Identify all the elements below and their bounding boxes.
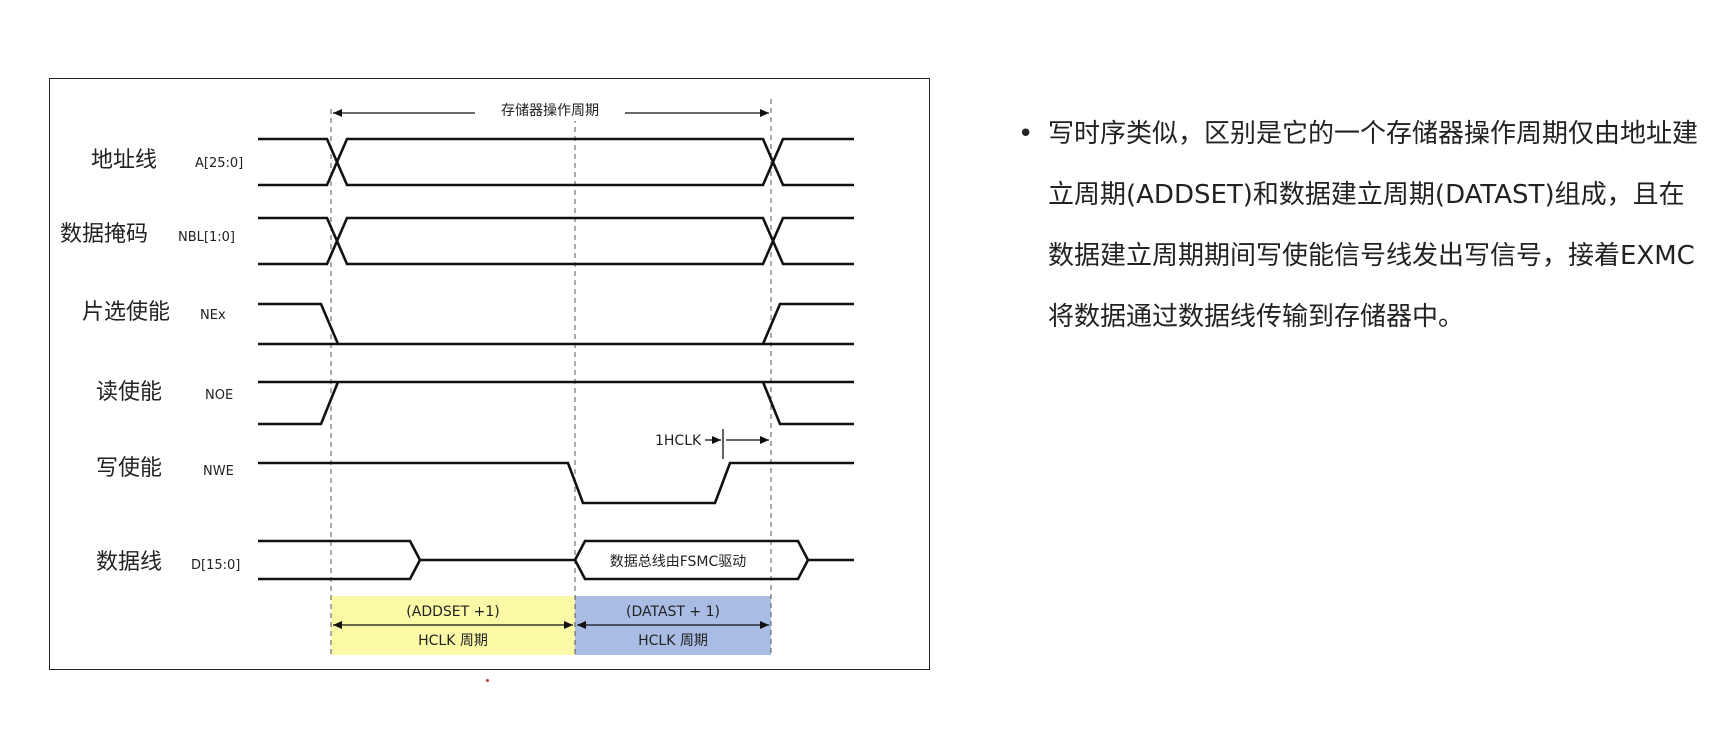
signal-label-data-cn: 数据线 <box>96 550 162 575</box>
signal-label-nwe-cn: 写使能 <box>96 456 162 481</box>
signal-label-nbl-en: NBL[1:0] <box>178 230 235 245</box>
waveform-noe <box>258 380 854 426</box>
cursor-dot <box>486 679 489 682</box>
waveform-nex <box>258 302 854 346</box>
signal-label-nex-cn: 片选使能 <box>82 300 170 325</box>
explanation-body: 写时序类似，区别是它的一个存储器操作周期仅由地址建立周期(ADDSET)和数据建… <box>1048 119 1699 332</box>
datast-label-2: HCLK 周期 <box>638 633 708 649</box>
hclk-note: 1HCLK <box>655 433 702 449</box>
addset-label-1: (ADDSET +1) <box>406 604 499 620</box>
timing-diagram-svg: 存储器操作周期 地址线 A[25:0] 数据掩码 NBL[1:0] 片选使能 N… <box>60 99 854 655</box>
signal-label-addr-cn: 地址线 <box>91 148 157 173</box>
cycle-label: 存储器操作周期 <box>501 103 599 119</box>
signal-label-nwe-en: NWE <box>203 464 234 479</box>
waveform-data <box>258 539 854 581</box>
waveform-nbl <box>258 216 854 266</box>
waveform-addr <box>258 137 854 187</box>
bullet-marker: • <box>1018 119 1034 149</box>
explanation-text: • 写时序类似，区别是它的一个存储器操作周期仅由地址建立周期(ADDSET)和数… <box>1018 104 1708 348</box>
bus-note: 数据总线由FSMC驱动 <box>610 554 747 570</box>
signal-label-nbl-cn: 数据掩码 <box>60 222 148 247</box>
signal-label-nex-en: NEx <box>200 308 226 323</box>
signal-label-noe-cn: 读使能 <box>96 380 162 405</box>
signal-label-addr-en: A[25:0] <box>195 156 243 171</box>
signal-label-noe-en: NOE <box>205 388 233 403</box>
datast-label-1: (DATAST + 1) <box>626 604 720 620</box>
addset-label-2: HCLK 周期 <box>418 633 488 649</box>
timing-diagram: 存储器操作周期 地址线 A[25:0] 数据掩码 NBL[1:0] 片选使能 N… <box>49 78 930 670</box>
cycle-label-bg <box>475 99 625 121</box>
signal-label-data-en: D[15:0] <box>191 558 240 573</box>
waveform-nwe <box>258 461 854 505</box>
